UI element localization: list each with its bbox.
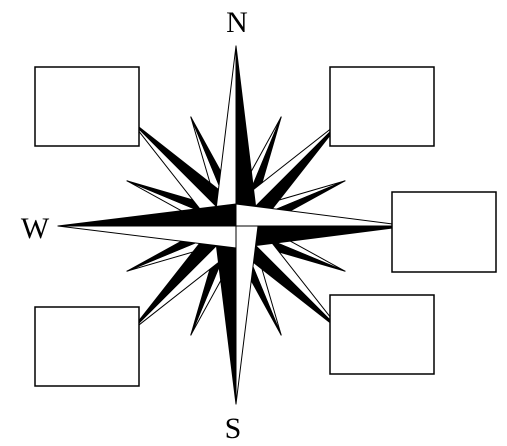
answer-box-top-right[interactable]: [330, 67, 434, 146]
cardinal-point-0-dark-half: [236, 46, 258, 226]
answer-box-top-left[interactable]: [35, 67, 139, 146]
cardinal-point-2-dark-half: [214, 226, 236, 404]
answer-box-bottom-right[interactable]: [330, 295, 434, 374]
cardinal-point-2-light-half: [236, 226, 258, 404]
answer-box-bottom-left[interactable]: [35, 307, 139, 386]
west-label: W: [21, 212, 50, 245]
north-label: N: [226, 6, 248, 39]
answer-box-right[interactable]: [392, 192, 496, 272]
cardinal-point-3-light-half: [58, 226, 236, 248]
cardinal-point-0-light-half: [214, 46, 236, 226]
cardinal-point-1-light-half: [236, 204, 408, 226]
cardinal-point-1-dark-half: [236, 226, 408, 248]
cardinal-point-3-dark-half: [58, 204, 236, 226]
south-label: S: [225, 412, 242, 445]
